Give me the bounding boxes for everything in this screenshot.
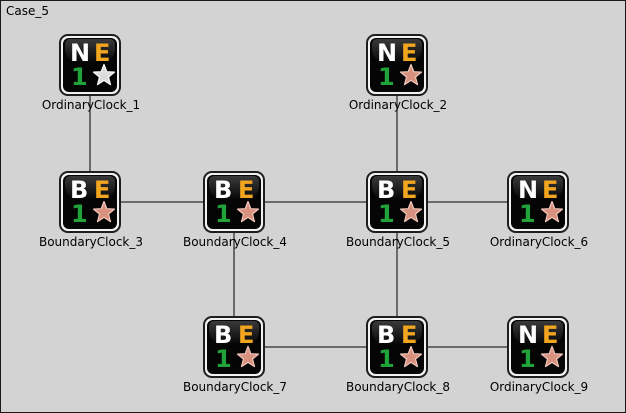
node-label: BoundaryClock_7	[182, 380, 288, 394]
node-boundary-clock-7[interactable]: B E 1 BoundaryClock_7	[175, 316, 295, 402]
clock-kind-letter: N	[518, 321, 539, 349]
clock-domain-digit: 1	[378, 200, 395, 228]
node-label: OrdinaryClock_2	[348, 98, 448, 112]
node-label: OrdinaryClock_6	[489, 235, 589, 249]
node-label: OrdinaryClock_1	[41, 98, 141, 112]
clock-type-letter: E	[94, 39, 111, 67]
node-ordinary-clock-6[interactable]: N E 1 OrdinaryClock_6	[479, 171, 599, 257]
bronze-star-icon	[92, 200, 116, 223]
clock-type-letter: E	[238, 176, 255, 204]
boundary-clock-icon: B E 1	[203, 171, 265, 233]
clock-kind-letter: B	[214, 176, 233, 204]
clock-kind-letter: N	[377, 39, 398, 67]
clock-type-letter: E	[401, 39, 418, 67]
clock-type-letter: E	[542, 176, 559, 204]
clock-type-letter: E	[94, 176, 111, 204]
bronze-star-icon	[399, 345, 423, 368]
bronze-star-icon	[540, 200, 564, 223]
clock-kind-letter: B	[214, 321, 233, 349]
clock-domain-digit: 1	[71, 63, 88, 91]
clock-kind-letter: N	[70, 39, 91, 67]
bronze-star-icon	[236, 345, 260, 368]
boundary-clock-icon: B E 1	[59, 171, 121, 233]
clock-domain-digit: 1	[378, 345, 395, 373]
clock-domain-digit: 1	[378, 63, 395, 91]
node-ordinary-clock-9[interactable]: N E 1 OrdinaryClock_9	[479, 316, 599, 402]
node-label: BoundaryClock_4	[182, 235, 288, 249]
node-ordinary-clock-1[interactable]: N E 1 OrdinaryClock_1	[31, 34, 151, 120]
clock-kind-letter: B	[377, 321, 396, 349]
silver-star-icon	[92, 63, 116, 86]
clock-type-letter: E	[238, 321, 255, 349]
ordinary-clock-icon: N E 1	[507, 316, 569, 378]
clock-kind-letter: B	[377, 176, 396, 204]
clock-domain-digit: 1	[71, 200, 88, 228]
boundary-clock-icon: B E 1	[203, 316, 265, 378]
clock-domain-digit: 1	[519, 200, 536, 228]
node-label: BoundaryClock_3	[38, 235, 144, 249]
clock-type-letter: E	[542, 321, 559, 349]
clock-kind-letter: B	[70, 176, 89, 204]
bronze-star-icon	[540, 345, 564, 368]
bronze-star-icon	[236, 200, 260, 223]
node-boundary-clock-5[interactable]: B E 1 BoundaryClock_5	[338, 171, 458, 257]
bronze-star-icon	[399, 63, 423, 86]
ordinary-clock-icon: N E 1	[366, 34, 428, 96]
clock-domain-digit: 1	[215, 200, 232, 228]
ordinary-clock-icon: N E 1	[59, 34, 121, 96]
case-title: Case_5	[6, 4, 50, 18]
clock-domain-digit: 1	[215, 345, 232, 373]
ordinary-clock-icon: N E 1	[507, 171, 569, 233]
node-label: BoundaryClock_8	[345, 380, 451, 394]
node-boundary-clock-4[interactable]: B E 1 BoundaryClock_4	[175, 171, 295, 257]
node-boundary-clock-3[interactable]: B E 1 BoundaryClock_3	[31, 171, 151, 257]
clock-kind-letter: N	[518, 176, 539, 204]
boundary-clock-icon: B E 1	[366, 171, 428, 233]
node-label: BoundaryClock_5	[345, 235, 451, 249]
clock-domain-digit: 1	[519, 345, 536, 373]
bronze-star-icon	[399, 200, 423, 223]
node-boundary-clock-8[interactable]: B E 1 BoundaryClock_8	[338, 316, 458, 402]
clock-type-letter: E	[401, 321, 418, 349]
node-ordinary-clock-2[interactable]: N E 1 OrdinaryClock_2	[338, 34, 458, 120]
boundary-clock-icon: B E 1	[366, 316, 428, 378]
clock-type-letter: E	[401, 176, 418, 204]
node-label: OrdinaryClock_9	[489, 380, 589, 394]
